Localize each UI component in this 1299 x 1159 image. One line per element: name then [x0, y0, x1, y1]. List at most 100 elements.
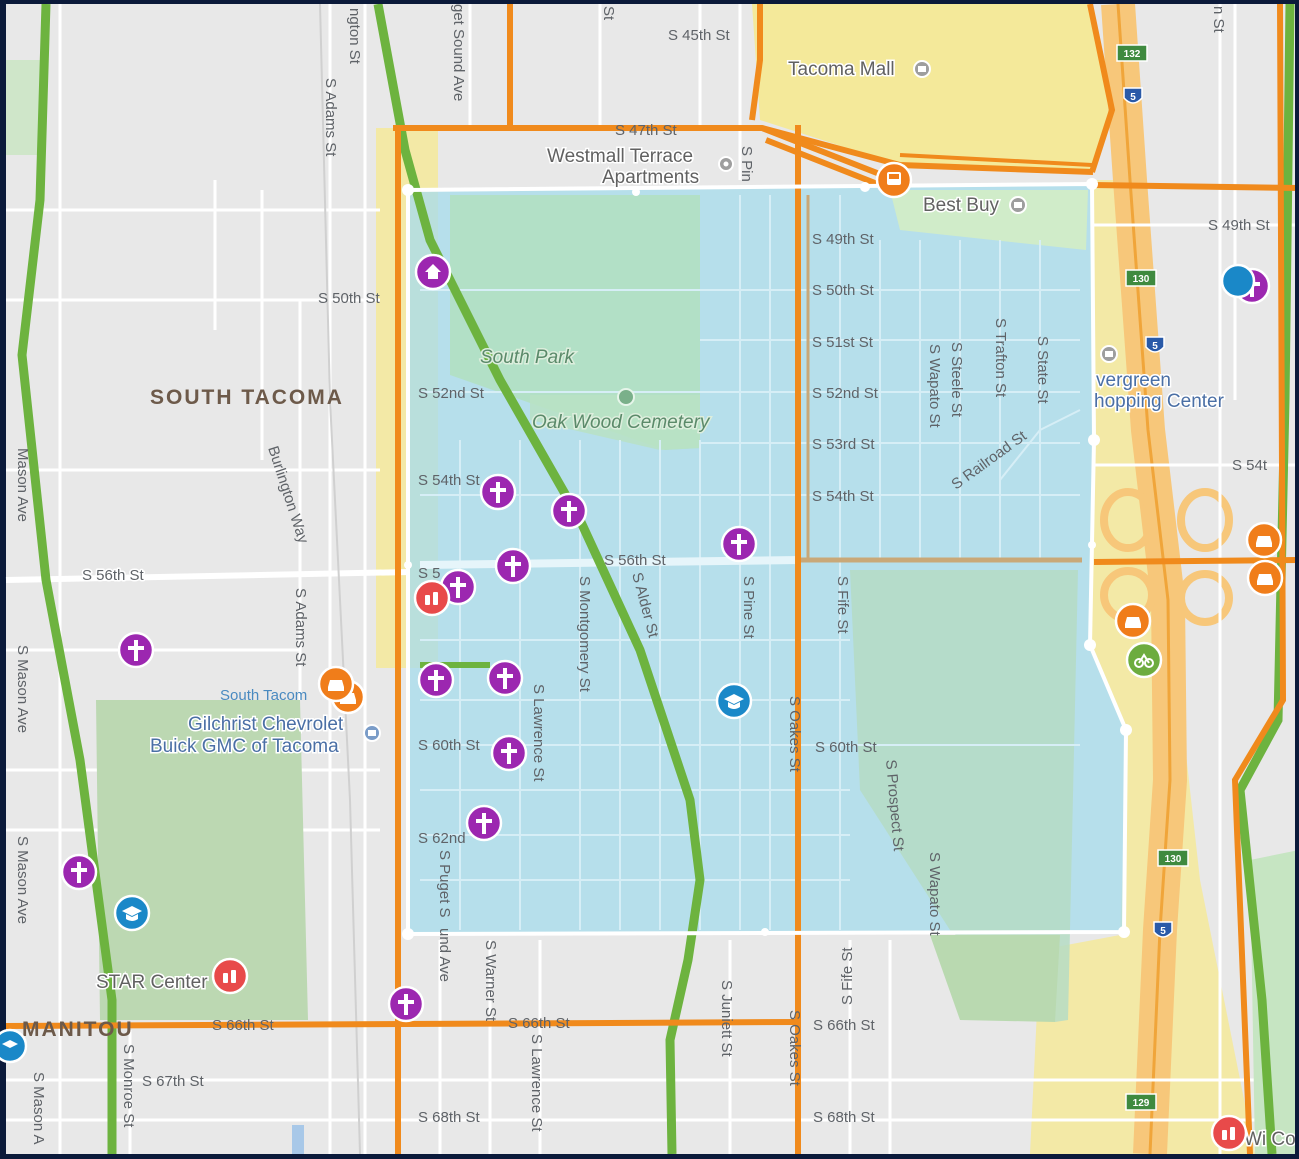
svg-text:S 50th St: S 50th St [812, 282, 875, 299]
oak-wood-label: Oak Wood Cemetery [532, 412, 711, 433]
neighborhood-label: SOUTH TACOMA [150, 386, 344, 409]
interstate-shield-5-c: 5 [1153, 921, 1173, 938]
svg-text:S Wapato St: S Wapato St [926, 852, 943, 936]
church-cross-icon [550, 492, 588, 530]
tacoma-mall-label[interactable]: Tacoma Mall [787, 58, 897, 82]
orange-arterial-49th [899, 153, 1093, 167]
svg-text:S 62nd: S 62nd [418, 830, 466, 847]
svg-text:S Fife St: S Fife St [839, 947, 856, 1005]
svg-text:S Lawrence St: S Lawrence St [528, 1034, 545, 1132]
svg-text:S Wapato St: S Wapato St [926, 344, 943, 428]
church-cross-icon [60, 853, 98, 891]
shopping-icon [211, 957, 249, 995]
gilchrist-label-1[interactable]: Gilchrist Chevrolet [187, 713, 346, 737]
cemetery-pin-icon[interactable] [617, 388, 635, 406]
svg-text:S Montgomery St: S Montgomery St [576, 576, 593, 693]
tacoma-mall-area [752, 4, 1110, 172]
westmall-label-1[interactable]: Westmall Terrace [546, 145, 695, 169]
svg-text:132: 132 [1124, 49, 1141, 60]
home-icon[interactable] [414, 253, 452, 291]
svg-text:get Sound Ave: get Sound Ave [450, 4, 467, 101]
route-shield-130: 130 [1125, 269, 1157, 287]
church-cross-icon [417, 661, 455, 699]
svg-text:S 68th St: S 68th St [418, 1109, 481, 1126]
svg-text:S Mason Ave: S Mason Ave [14, 645, 31, 733]
gilchrist-label-2[interactable]: Buick GMC of Tacoma [149, 735, 341, 759]
evergreen-label-2[interactable]: hopping Center [1093, 390, 1227, 414]
park-right-edge [1250, 850, 1299, 1154]
transit-markers[interactable] [317, 161, 1284, 715]
orange-arterials [5, 3, 1299, 1155]
green-route-west [17, 3, 117, 1154]
interstate-shield-5: 5 [1123, 87, 1143, 104]
svg-text:S 51st St: S 51st St [812, 334, 874, 351]
svg-text:S 54th St: S 54th St [418, 472, 481, 489]
car-dealer-icon [1246, 559, 1284, 597]
svg-text:5: 5 [1130, 92, 1136, 103]
school-markers[interactable] [0, 263, 1256, 1064]
apartment-pin-icon[interactable] [718, 156, 734, 172]
svg-text:S 49th St: S 49th St [812, 231, 875, 248]
frame-edge-top [0, 0, 1299, 4]
svg-text:Mason Ave: Mason Ave [14, 448, 31, 522]
svg-text:S 50th St: S 50th St [318, 290, 381, 307]
manitou-label: MANITOU [22, 1018, 134, 1041]
svg-text:S 56th St: S 56th St [604, 552, 667, 569]
svg-text:S 60th St: S 60th St [418, 737, 481, 754]
svg-text:S Adams St: S Adams St [292, 588, 309, 667]
evergreen-pin-icon[interactable] [1100, 345, 1118, 363]
mall-pin-icon[interactable] [913, 60, 931, 78]
park-east-area [850, 570, 1078, 1022]
gilchrist-pin-icon[interactable] [363, 724, 381, 742]
best-buy-label[interactable]: Best Buy [922, 194, 1002, 218]
star-center-label[interactable]: STAR Center [95, 971, 210, 995]
svg-text:S Oakes St: S Oakes St [786, 1010, 803, 1087]
svg-text:S 68th St: S 68th St [813, 1109, 876, 1126]
green-route-center [373, 3, 705, 1155]
church-cross-icon [387, 985, 425, 1023]
wi-co-label[interactable]: Wi Co [1243, 1128, 1298, 1152]
car-dealer-icon [317, 665, 355, 703]
selection-streets [419, 195, 1080, 930]
svg-text:S 47th St: S 47th St [615, 122, 678, 139]
school-cap-icon [0, 1028, 28, 1064]
svg-text:S 54th St: S 54th St [812, 488, 875, 505]
selection-handles[interactable] [402, 178, 1132, 940]
svg-text:S Warner St: S Warner St [482, 940, 499, 1022]
svg-text:S 66th St: S 66th St [508, 1015, 571, 1032]
church-cross-icon [117, 631, 155, 669]
car-dealer-icon [1114, 602, 1152, 640]
school-cap-icon [113, 894, 151, 932]
svg-text:S Fife St: S Fife St [834, 576, 851, 634]
svg-text:5: 5 [1152, 341, 1158, 352]
church-cross-icon [465, 804, 503, 842]
selection-border[interactable] [406, 181, 1129, 937]
svg-text:S 54t: S 54t [1232, 457, 1268, 474]
south-park-area [450, 195, 700, 450]
westmall-label-2[interactable]: Apartments [601, 166, 701, 190]
church-cross-icon [494, 547, 532, 585]
svg-text:S Lawrence St: S Lawrence St [530, 684, 547, 782]
route-shield-132: 132 [1116, 44, 1148, 62]
shopping-markers[interactable] [211, 579, 1248, 1152]
south-park-label: South Park [480, 347, 575, 368]
church-cross-icon [490, 734, 528, 772]
svg-text:130: 130 [1133, 274, 1150, 285]
shopping-icon [1210, 1114, 1248, 1152]
park-south-area [930, 935, 1060, 1022]
svg-text:S Mason A: S Mason A [30, 1072, 47, 1145]
church-markers[interactable] [60, 267, 1271, 1023]
svg-text:S Monroe St: S Monroe St [120, 1044, 137, 1128]
bicycle-icon[interactable] [1125, 641, 1163, 679]
car-dealer-icon [1245, 521, 1283, 559]
evergreen-label-1[interactable]: vergreen [1095, 369, 1173, 393]
south-tacoma-small-label[interactable]: South Tacom [220, 687, 307, 704]
shopping-icon [413, 579, 451, 617]
best-buy-pin-icon[interactable] [1009, 196, 1027, 214]
svg-text:S State St: S State St [1034, 336, 1051, 404]
svg-text:S Mason Ave: S Mason Ave [14, 836, 31, 924]
oak-wood-cemetery-area [530, 395, 700, 450]
rail-line [319, 3, 361, 1155]
